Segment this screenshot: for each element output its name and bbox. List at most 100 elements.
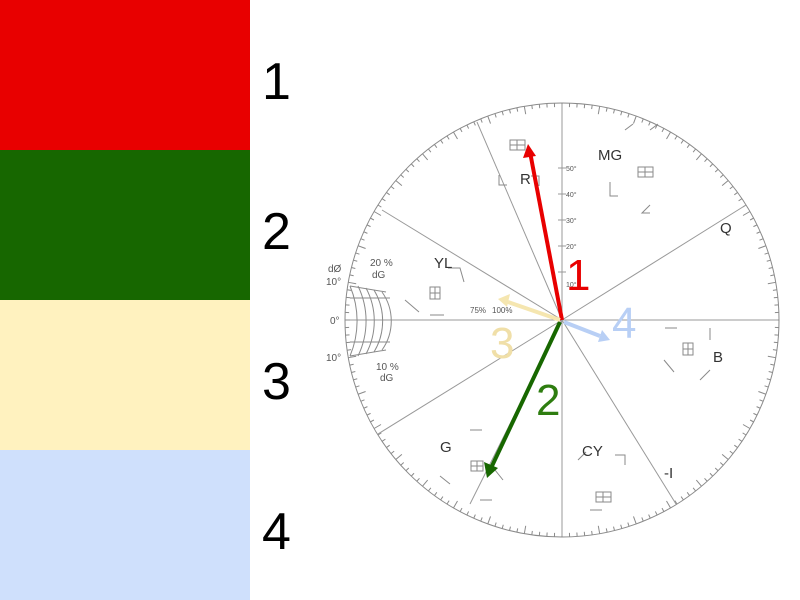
scale-tick: [446, 135, 450, 140]
scale-tick: [370, 419, 375, 423]
scale-tick: [714, 168, 719, 173]
scale-tick: [674, 135, 678, 140]
scale-tick: [605, 528, 608, 533]
phase-10-top: 10°: [326, 277, 341, 288]
scale-tick: [680, 139, 684, 144]
scale-30: 30°: [566, 217, 577, 225]
label-r: R: [520, 171, 531, 188]
scale-tick: [366, 224, 371, 228]
scale-tick: [516, 528, 519, 533]
scale-tick: [466, 511, 470, 516]
scale-tick: [648, 121, 651, 126]
scale-tick: [453, 131, 458, 140]
scale-tick: [422, 479, 429, 487]
scale-tick: [661, 128, 665, 133]
scale-tick: [347, 289, 352, 291]
scale-tick: [377, 204, 382, 208]
scale-tick: [348, 355, 357, 359]
scale-tick: [654, 124, 658, 129]
scale-tick: [416, 158, 420, 163]
scale-tick: [373, 211, 382, 216]
scale-tick: [680, 496, 684, 501]
scale-tick: [390, 186, 395, 190]
scale-tick: [729, 450, 734, 454]
scale-tick: [363, 231, 368, 234]
scale-tick: [453, 500, 458, 509]
scale-tick: [440, 139, 444, 144]
scale-tick: [661, 507, 665, 512]
scale-tick: [509, 109, 511, 114]
vector-2: [484, 321, 562, 478]
gain-dg-top: dG: [372, 270, 386, 281]
scale-tick: [648, 514, 651, 519]
scale-tick: [692, 487, 696, 492]
scale-tick: [591, 105, 593, 110]
scale-tick: [494, 113, 497, 118]
scale-tick: [487, 516, 491, 525]
scale-tick: [768, 267, 773, 269]
scale-20: 20°: [566, 243, 577, 251]
scale-tick: [719, 462, 724, 466]
diff-phase-label: dØ: [328, 264, 342, 275]
scale-tick: [434, 492, 438, 496]
swatch-2: [0, 150, 250, 300]
scale-tick: [428, 487, 432, 492]
scale-tick: [405, 168, 410, 173]
swatch-3: [0, 300, 250, 450]
scale-tick: [353, 378, 358, 381]
label-q: Q: [720, 220, 732, 237]
swatch-4: [0, 450, 250, 600]
scale-tick: [756, 231, 761, 234]
scale-tick: [363, 406, 368, 409]
scale-tick: [766, 259, 771, 262]
scale-tick: [434, 144, 438, 148]
scale-tick: [400, 174, 405, 178]
scale-tick: [742, 424, 751, 429]
scale-tick: [360, 399, 365, 402]
scale-tick: [692, 148, 696, 153]
scale-tick: [772, 289, 777, 291]
scale-tick: [516, 107, 519, 112]
scale-tick: [721, 180, 729, 187]
scale-tick: [386, 444, 390, 448]
scale-tick: [742, 211, 751, 216]
scale-tick: [381, 198, 386, 202]
scale-tick: [758, 391, 767, 395]
scale-tick: [704, 158, 708, 163]
scale-tick: [473, 121, 476, 126]
scale-tick: [770, 274, 775, 277]
scale-tick: [373, 424, 382, 429]
phase-10-bottom: 10°: [326, 353, 341, 364]
scale-tick: [759, 238, 764, 241]
scale-10: 10°: [566, 281, 577, 289]
scale-tick: [349, 363, 354, 366]
scale-tick: [686, 492, 690, 496]
i-axis-left: [377, 319, 563, 435]
scale-tick: [627, 522, 630, 527]
scale-tick: [749, 419, 754, 423]
legend-number-1: 1: [262, 53, 291, 111]
gain-20: 20 %: [370, 258, 393, 269]
legend-number-4: 4: [262, 503, 291, 561]
label-g: G: [440, 439, 452, 456]
outer-circle: [344, 102, 780, 538]
scale-tick: [620, 111, 623, 116]
scale-tick: [366, 412, 371, 416]
outer-scale-ticks: [345, 103, 779, 537]
scale-tick: [357, 391, 366, 395]
scale-tick: [360, 238, 365, 241]
scale-tick: [613, 109, 615, 114]
scale-tick: [428, 148, 432, 153]
scale-tick: [756, 406, 761, 409]
scale-tick: [742, 432, 747, 436]
scale-tick: [768, 371, 773, 373]
legend-number-3: 3: [262, 353, 291, 411]
scale-tick: [410, 472, 415, 477]
vector-3: [498, 294, 561, 322]
label-mg: MG: [598, 147, 622, 164]
scale-tick: [666, 500, 671, 509]
scale-tick: [695, 153, 702, 161]
scale-tick: [377, 432, 382, 436]
scale-tick: [738, 438, 743, 442]
scale-tick: [390, 450, 395, 454]
